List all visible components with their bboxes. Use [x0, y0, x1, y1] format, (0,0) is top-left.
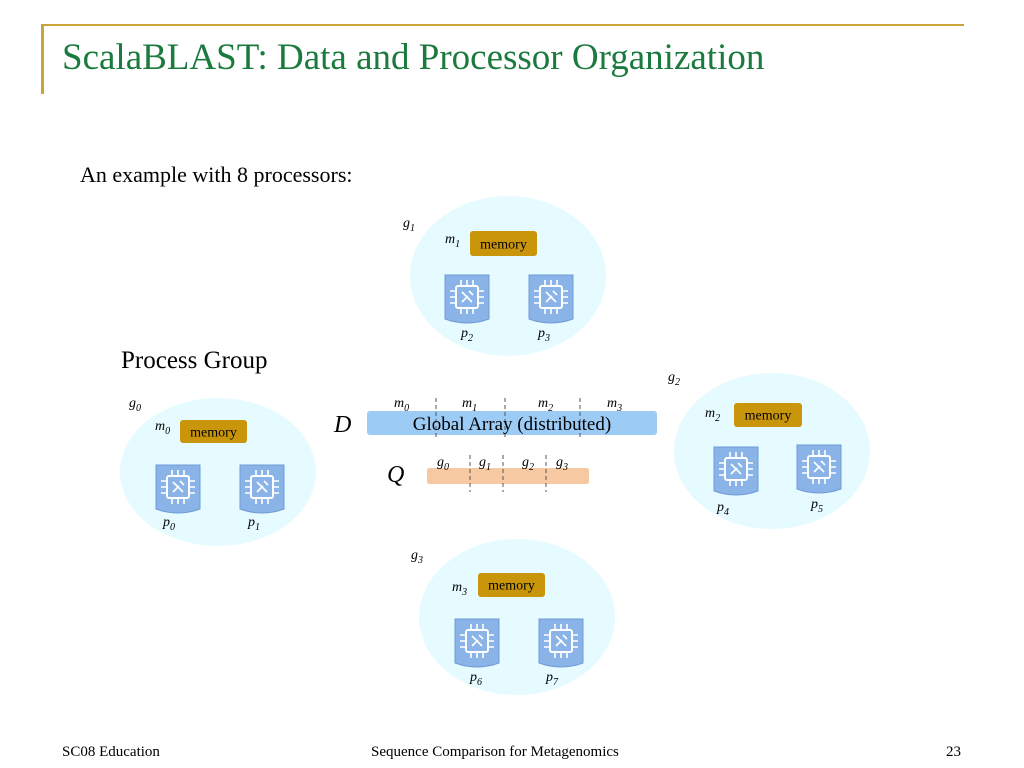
- intro-text: An example with 8 processors:: [80, 162, 353, 187]
- group-g2-memory-box: [734, 403, 802, 427]
- process-group-g1: g1 m1 memory p2 p3: [403, 196, 606, 356]
- footer-left: SC08 Education: [62, 744, 160, 760]
- group-g3-label: g3: [411, 548, 423, 566]
- group-g2-label: g2: [668, 370, 680, 388]
- group-g1-label: g1: [403, 216, 415, 234]
- page-number: 23: [946, 744, 961, 760]
- q-array: Q g0 g1 g2 g3: [387, 455, 589, 492]
- processor-p2-label: p2: [460, 326, 473, 344]
- q-array-segment-g2: g2: [522, 455, 534, 473]
- group-g0-memory-index: m0: [155, 419, 170, 437]
- q-array-segment-g1: g1: [479, 455, 491, 473]
- frame-vertical-line: [41, 24, 44, 94]
- group-g3-memory-label: memory: [488, 579, 535, 594]
- global-array-symbol: D: [333, 412, 351, 438]
- processor-p3-label: p3: [537, 326, 550, 344]
- processor-p4-label: p4: [716, 500, 729, 518]
- slide-title: ScalaBLAST: Data and Processor Organizat…: [62, 37, 765, 78]
- group-g2-memory-label: memory: [745, 409, 792, 424]
- global-array-segment-m0: m0: [394, 396, 409, 414]
- process-group-label: Process Group: [121, 347, 268, 374]
- process-group-g3: g3 m3 memory p6 p7: [411, 539, 615, 695]
- processor-p7-label: p7: [545, 670, 559, 688]
- processor-chip-icon: [713, 446, 759, 496]
- q-array-bar: [427, 468, 589, 484]
- processor-chip-icon: [528, 274, 574, 324]
- q-array-segment-g0: g0: [437, 455, 449, 473]
- frame-horizontal-line: [41, 24, 964, 26]
- group-g1-memory-index: m1: [445, 232, 460, 250]
- group-g3-ellipse: [419, 539, 615, 695]
- process-group-g2: g2 m2 memory p4 p5: [668, 370, 870, 529]
- group-g3-memory-index: m3: [452, 580, 467, 598]
- group-g1-memory-label: memory: [480, 238, 527, 253]
- q-array-segment-g3: g3: [556, 455, 568, 473]
- group-g1-memory-box: [470, 231, 537, 256]
- processor-chip-icon: [444, 274, 490, 324]
- processor-chip-icon: [796, 444, 842, 494]
- processor-chip-icon: [454, 618, 500, 668]
- processor-p5-label: p5: [810, 497, 823, 515]
- processor-chip-icon: [538, 618, 584, 668]
- processor-p0-label: p0: [162, 515, 175, 533]
- group-g0-label: g0: [129, 396, 141, 414]
- processor-chip-icon: [239, 464, 285, 514]
- group-g2-memory-index: m2: [705, 406, 720, 424]
- group-g0-memory-label: memory: [190, 426, 237, 441]
- group-g1-ellipse: [410, 196, 606, 356]
- global-array-label: Global Array (distributed): [413, 414, 611, 435]
- process-group-g0: g0 m0 memory p0 p1: [120, 396, 316, 546]
- global-array-segment-m3: m3: [607, 396, 622, 414]
- global-array-bar: [367, 411, 657, 435]
- global-array-segment-m2: m2: [538, 396, 553, 414]
- processor-chip-icon: [155, 464, 201, 514]
- footer-center: Sequence Comparison for Metagenomics: [371, 744, 619, 760]
- processor-p1-label: p1: [247, 515, 260, 533]
- global-array-segment-m1: m1: [462, 396, 477, 414]
- global-array-d: D m0 m1 m2 m3 Global Array (distributed): [333, 396, 657, 440]
- q-array-symbol: Q: [387, 462, 404, 488]
- processor-p6-label: p6: [469, 670, 482, 688]
- group-g0-memory-box: [180, 420, 247, 443]
- group-g3-memory-box: [478, 573, 545, 597]
